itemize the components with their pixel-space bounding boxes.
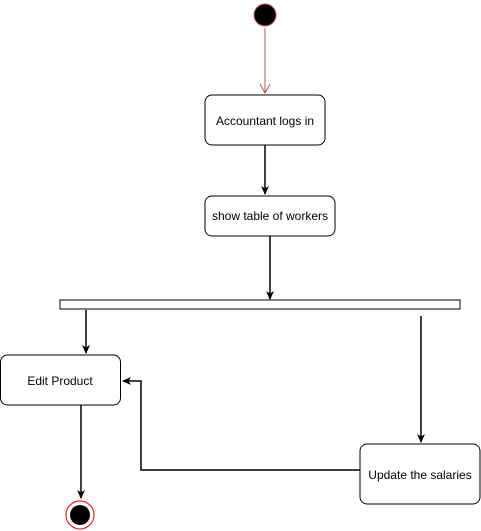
action-update-salaries: Update the salaries bbox=[359, 443, 481, 505]
action-edit-product: Edit Product bbox=[0, 354, 121, 406]
action-login-label: Accountant logs in bbox=[216, 114, 314, 128]
start-node bbox=[253, 3, 277, 27]
edge-update-salaries-to-edit-product bbox=[122, 377, 360, 471]
action-show-table: show table of workers bbox=[204, 195, 336, 237]
action-show-table-label: show table of workers bbox=[212, 209, 328, 223]
action-update-salaries-label: Update the salaries bbox=[368, 468, 471, 482]
fork-bar bbox=[59, 299, 461, 310]
action-login: Accountant logs in bbox=[204, 94, 326, 146]
end-node bbox=[65, 500, 95, 530]
action-edit-product-label: Edit Product bbox=[27, 374, 93, 388]
